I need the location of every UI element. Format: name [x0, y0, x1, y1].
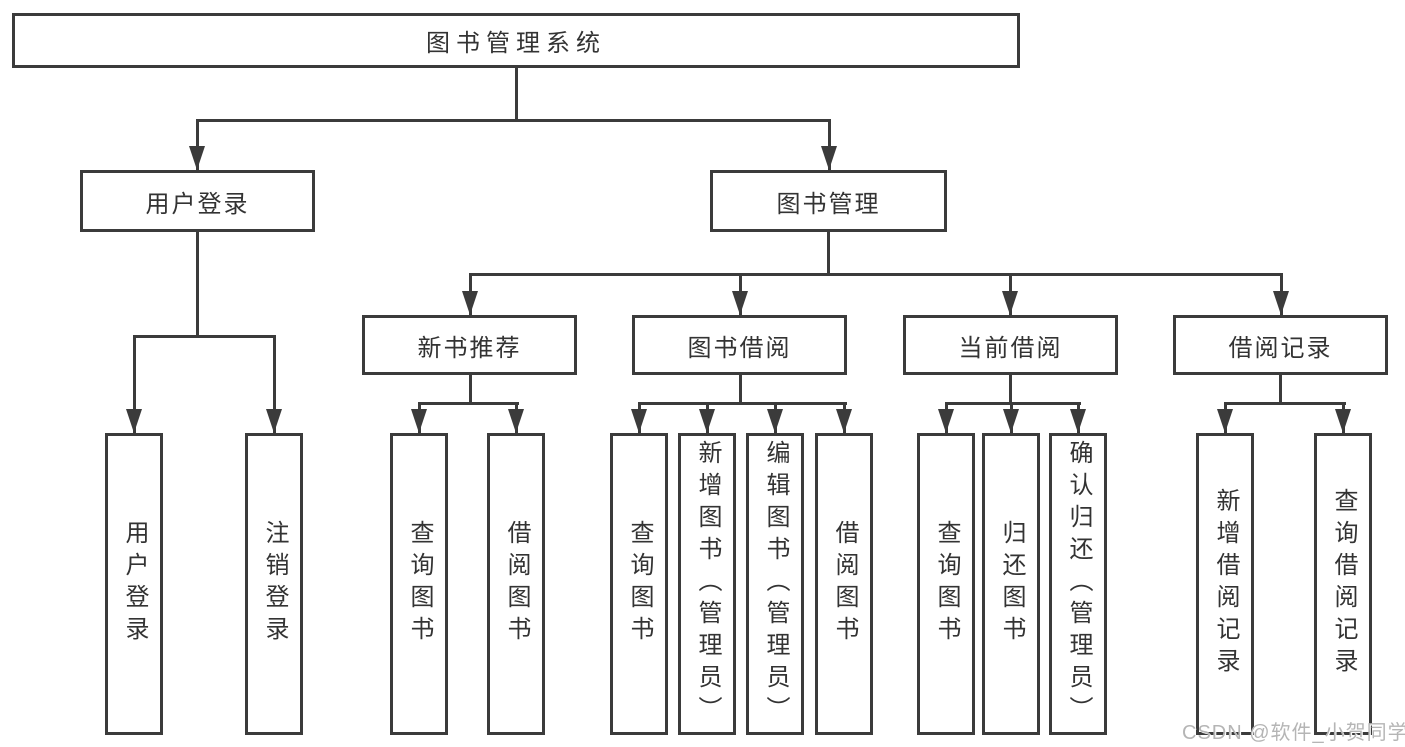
connector-line [828, 119, 831, 170]
leaf-user-login: 用户登录 [105, 433, 163, 735]
arrow-down-icon [189, 146, 205, 170]
leaf-newbooks-borrow-books: 借阅图书 [487, 433, 545, 735]
connector-line [196, 232, 199, 337]
arrow-down-icon [1217, 409, 1233, 433]
leaf-borrow-add-books-admin: 新增图书（管理员） [678, 433, 736, 735]
leaf-records-add-record: 新增借阅记录 [1196, 433, 1254, 735]
connector-line [133, 335, 136, 433]
arrow-down-icon [732, 291, 748, 315]
connector-line [827, 232, 830, 275]
leaf-current-query-books: 查询图书 [917, 433, 975, 735]
connector-line [638, 402, 847, 405]
connector-line [739, 375, 742, 404]
arrow-down-icon [631, 409, 647, 433]
arrow-down-icon [508, 409, 524, 433]
leaf-logout: 注销登录 [245, 433, 303, 735]
connector-line [133, 335, 276, 338]
connector-line [515, 68, 518, 121]
leaf-records-query-record: 查询借阅记录 [1314, 433, 1372, 735]
connector-line [273, 335, 276, 433]
connector-line [1224, 402, 1346, 405]
connector-line [196, 119, 831, 122]
arrow-down-icon [266, 409, 282, 433]
arrow-down-icon [1273, 291, 1289, 315]
leaf-borrow-edit-books-admin: 编辑图书（管理员） [746, 433, 804, 735]
arrow-down-icon [1003, 409, 1019, 433]
node-book-management: 图书管理 [710, 170, 947, 232]
arrow-down-icon [699, 409, 715, 433]
node-user-login: 用户登录 [80, 170, 315, 232]
arrow-down-icon [462, 291, 478, 315]
node-new-book-recommend: 新书推荐 [362, 315, 577, 375]
leaf-newbooks-query-books: 查询图书 [390, 433, 448, 735]
watermark: CSDN @软件_小贺同学 [1182, 722, 1405, 744]
connector-line [196, 119, 199, 170]
node-current-borrow: 当前借阅 [903, 315, 1118, 375]
arrow-down-icon [411, 409, 427, 433]
connector-line [1279, 375, 1282, 404]
leaf-borrow-borrow-books: 借阅图书 [815, 433, 873, 735]
arrow-down-icon [821, 146, 837, 170]
arrow-down-icon [836, 409, 852, 433]
node-borrow-records: 借阅记录 [1173, 315, 1388, 375]
arrow-down-icon [1335, 409, 1351, 433]
connector-line [945, 402, 1081, 405]
leaf-borrow-query-books: 查询图书 [610, 433, 668, 735]
node-book-borrow: 图书借阅 [632, 315, 847, 375]
arrow-down-icon [1070, 409, 1086, 433]
connector-line [469, 375, 472, 404]
leaf-current-confirm-return-admin: 确认归还（管理员） [1049, 433, 1107, 735]
node-root-system: 图书管理系统 [12, 13, 1020, 68]
arrow-down-icon [938, 409, 954, 433]
connector-line [469, 273, 1282, 276]
leaf-current-return-books: 归还图书 [982, 433, 1040, 735]
arrow-down-icon [1002, 291, 1018, 315]
connector-line [418, 402, 519, 405]
arrow-down-icon [126, 409, 142, 433]
connector-line [1009, 375, 1012, 404]
arrow-down-icon [767, 409, 783, 433]
